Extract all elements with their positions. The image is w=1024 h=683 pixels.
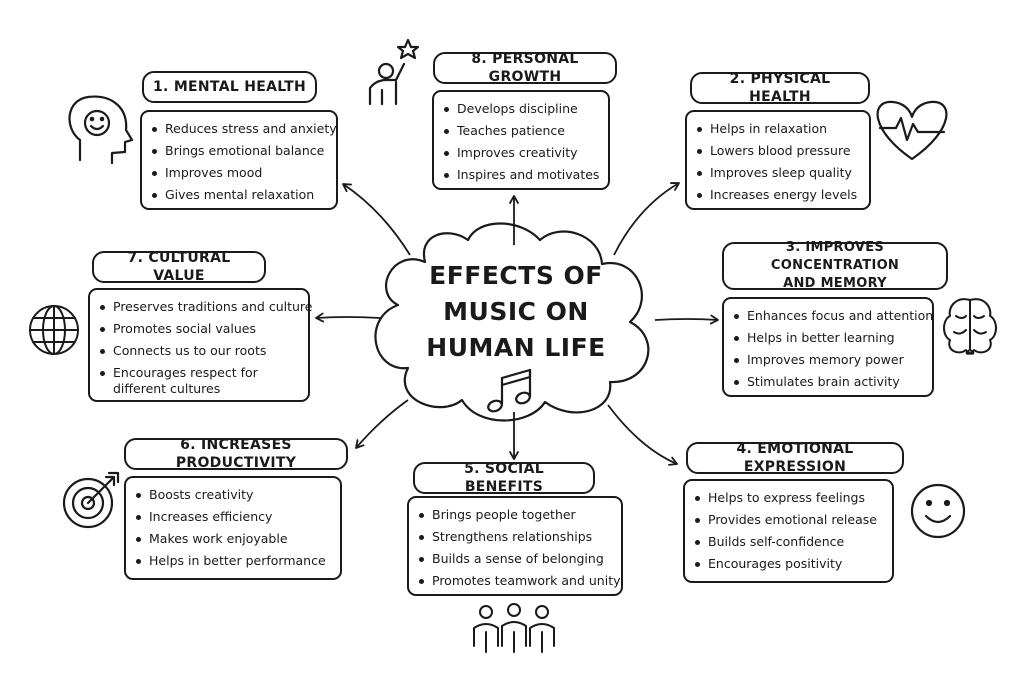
central-title-line: EFFECTS OF — [429, 261, 603, 290]
target-dart-icon — [62, 471, 120, 529]
arrow-to-emotional-expression — [607, 404, 678, 466]
social-benefits-title: 5. SOCIAL BENEFITS — [413, 461, 595, 495]
list-item: Helps to express feelings — [695, 487, 882, 509]
emotional-expression-title: 4. EMOTIONAL EXPRESSION — [686, 441, 904, 475]
list-item: Inspires and motivates — [444, 164, 599, 186]
central-title-line: HUMAN LIFE — [426, 333, 606, 362]
list-item: Strengthens relationships — [419, 526, 611, 548]
list-item: Stimulates brain activity — [734, 371, 922, 393]
list-item: Connects us to our roots — [100, 340, 298, 362]
personal-growth-title: 8. PERSONAL GROWTH — [433, 51, 617, 85]
list-item: Helps in better performance — [136, 550, 330, 572]
list-item: Lowers blood pressure — [697, 140, 859, 162]
social-benefits-list: Brings people together Strengthens relat… — [407, 496, 623, 596]
cultural-value-list: Preserves traditions and culture Promote… — [88, 288, 312, 402]
music-note-icon — [487, 368, 532, 413]
central-title-line: MUSIC ON — [443, 297, 589, 326]
list-item: Makes work enjoyable — [136, 528, 330, 550]
arrow-to-physical-health — [613, 182, 680, 256]
concentration-title-line: 3. IMPROVES CONCENTRATION — [770, 240, 900, 273]
heart-pulse-icon — [876, 100, 948, 161]
list-item: Enhances focus and attention — [734, 305, 933, 327]
list-item: Brings people together — [419, 504, 611, 526]
arrow-to-mental-health — [342, 183, 411, 256]
central-topic-title: EFFECTS OF MUSIC ON HUMAN LIFE — [410, 258, 622, 366]
list-item: Teaches patience — [444, 120, 598, 142]
list-item: Promotes teamwork and unity — [419, 570, 621, 592]
person-reaching-star-icon — [368, 38, 420, 106]
list-item: Increases efficiency — [136, 506, 330, 528]
list-item: Develops discipline — [444, 98, 598, 120]
list-item: Improves mood — [152, 162, 326, 184]
brain-icon — [943, 298, 997, 355]
productivity-list: Boosts creativity Increases efficiency M… — [124, 476, 342, 580]
head-smile-icon — [68, 95, 134, 165]
physical-health-title: 2. PHYSICAL HEALTH — [690, 71, 870, 105]
personal-growth-list: Develops discipline Teaches patience Imp… — [432, 90, 610, 190]
list-item: Encourages positivity — [695, 553, 882, 575]
central-cloud — [374, 222, 650, 422]
list-item: Gives mental relaxation — [152, 184, 326, 206]
list-item: Promotes social values — [100, 318, 298, 340]
list-item: Improves sleep quality — [697, 162, 859, 184]
productivity-title: 6. INCREASES PRODUCTIVITY — [124, 437, 348, 471]
smiley-face-icon — [910, 483, 966, 539]
globe-icon — [29, 305, 79, 355]
list-item: Provides emotional release — [695, 509, 882, 531]
list-item: Boosts creativity — [136, 484, 330, 506]
people-group-icon — [473, 603, 555, 653]
list-item: Improves creativity — [444, 142, 598, 164]
mental-health-title: 1. MENTAL HEALTH — [142, 71, 317, 103]
concentration-title: 3. IMPROVES CONCENTRATION AND MEMORY — [722, 240, 948, 291]
list-item: Helps in relaxation — [697, 118, 859, 140]
cultural-value-title: 7. CULTURAL VALUE — [92, 250, 266, 284]
concentration-list: Enhances focus and attention Helps in be… — [722, 297, 934, 397]
list-item: Improves memory power — [734, 349, 922, 371]
emotional-expression-list: Helps to express feelings Provides emoti… — [683, 479, 894, 583]
list-item: Reduces stress and anxiety — [152, 118, 337, 140]
list-item: Brings emotional balance — [152, 140, 326, 162]
arrow-to-productivity — [355, 399, 409, 449]
mental-health-list: Reduces stress and anxiety Brings emotio… — [140, 110, 338, 210]
list-item: Encourages respect for different culture… — [100, 362, 298, 400]
physical-health-list: Helps in relaxation Lowers blood pressur… — [685, 110, 871, 210]
concentration-title-line: AND MEMORY — [783, 276, 887, 291]
list-item: Builds a sense of belonging — [419, 548, 611, 570]
list-item: Builds self-confidence — [695, 531, 882, 553]
list-item: Preserves traditions and culture — [100, 296, 312, 318]
arrow-to-concentration — [654, 314, 719, 325]
list-item: Helps in better learning — [734, 327, 922, 349]
arrow-to-cultural-value — [315, 312, 381, 323]
list-item: Increases energy levels — [697, 184, 859, 206]
